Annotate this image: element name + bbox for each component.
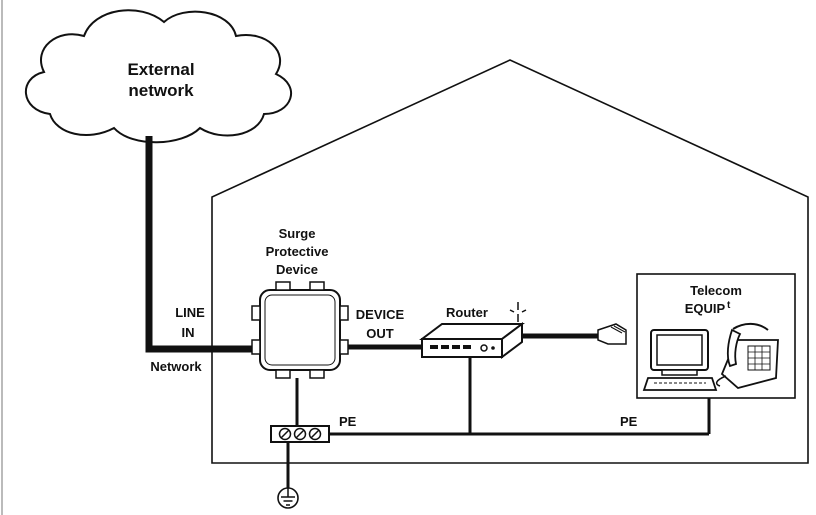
cloud-label-line1: External [127,60,194,79]
terminal-block-icon [270,425,330,443]
device-out-label-1: DEVICE [356,307,405,322]
router-icon [419,322,525,359]
ground-symbol-icon [277,487,299,509]
network-label: Network [150,359,202,374]
spd-label-line3: Device [276,262,318,277]
pe-label-left: PE [339,414,357,429]
telecom-label-line2: EQUIP [685,301,726,316]
surge-protective-device-icon [251,281,349,379]
network-cable [145,136,252,353]
telephone-icon [715,322,779,389]
router-activity-icon [509,302,527,322]
computer-icon [642,329,718,391]
line-in-label-2: IN [182,325,195,340]
router-label: Router [446,305,488,320]
spd-label-line2: Protective [266,244,329,259]
telecom-label-line1: Telecom [690,283,742,298]
pe-label-right: PE [620,414,638,429]
line-in-label-1: LINE [175,305,205,320]
telecom-label-superscript: t [727,300,731,311]
device-out-label-2: OUT [366,326,394,341]
house-outline [211,59,809,464]
cloud-icon [25,9,293,144]
rj-connector-icon [597,323,627,345]
pe-bonding-wires [286,357,711,496]
cloud-label-line2: network [128,81,194,100]
spd-label-line1: Surge [279,226,316,241]
